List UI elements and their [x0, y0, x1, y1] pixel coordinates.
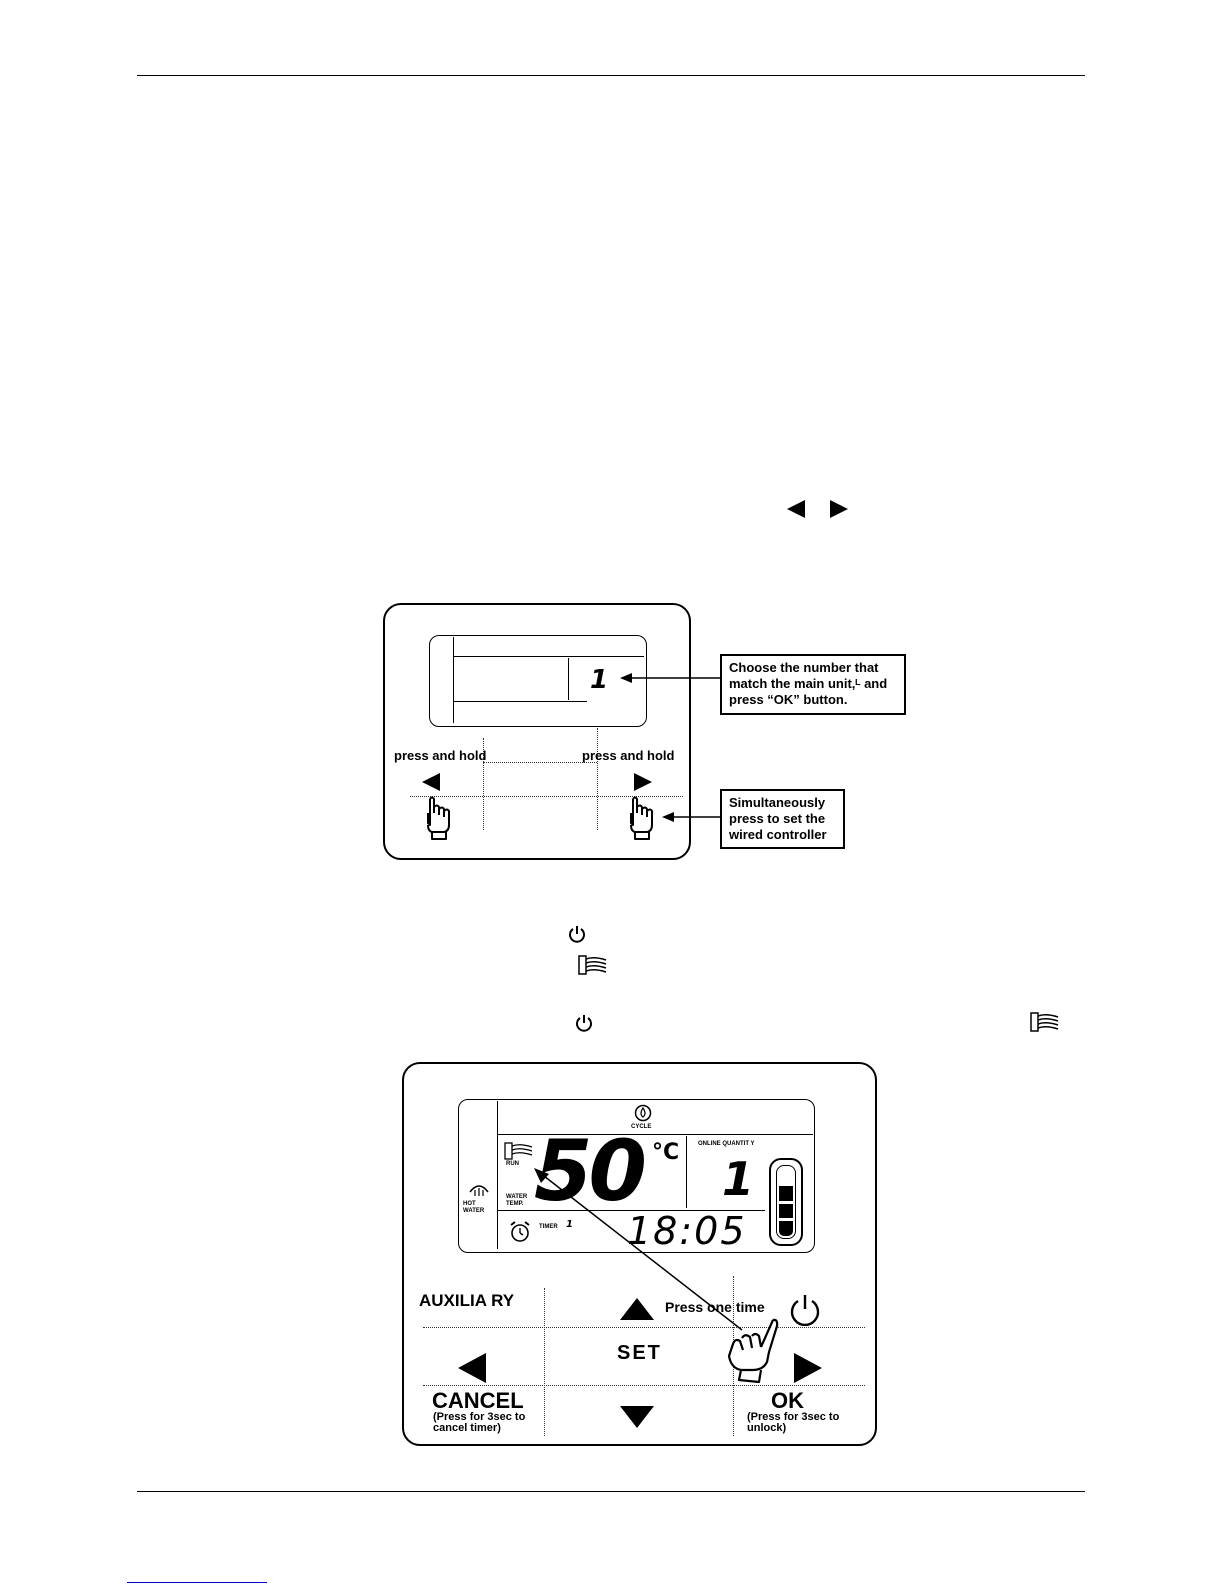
- set-button[interactable]: SET: [617, 1342, 662, 1364]
- lcd-divider: [453, 637, 454, 723]
- temperature-unit: °C: [652, 1140, 680, 1165]
- lcd-divider: [686, 1136, 687, 1208]
- callout-simultaneously: Simultaneously press to set the wired co…: [720, 789, 845, 849]
- lcd-divider: [497, 1210, 765, 1211]
- lcd-divider: [453, 656, 644, 657]
- water-temp-label: WATER TEMP.: [506, 1194, 528, 1207]
- level-gauge-fill: [779, 1168, 793, 1236]
- alarm-clock-icon: [510, 1221, 530, 1242]
- hot-water-label: HOT WATER: [463, 1201, 485, 1214]
- lcd-divider: [497, 1134, 813, 1135]
- online-quantity-value: 1: [722, 1152, 755, 1206]
- run-icon: [1030, 1012, 1059, 1032]
- guide-line: [483, 762, 597, 763]
- left-button[interactable]: [457, 1352, 487, 1384]
- guide-line: [544, 1288, 545, 1436]
- callout-arrow: [620, 673, 722, 683]
- run-icon: [504, 1142, 533, 1160]
- level-segment: [779, 1221, 793, 1236]
- left-button[interactable]: [422, 773, 440, 791]
- cycle-label: CYCLE: [631, 1124, 652, 1130]
- right-button[interactable]: [634, 773, 652, 791]
- callout-choose-number: Choose the number that match the main un…: [720, 654, 906, 715]
- pointer-arrow: [534, 1168, 743, 1331]
- guide-line: [423, 1327, 865, 1328]
- clock-display: 18:05: [627, 1209, 747, 1253]
- right-button[interactable]: [793, 1352, 823, 1384]
- header-rule: [137, 75, 1085, 76]
- press-hold-left-label: press and hold: [394, 748, 487, 763]
- footer-rule: [137, 1491, 1085, 1492]
- pointing-hand-icon: [630, 796, 653, 840]
- level-gauge-inner: [776, 1165, 796, 1239]
- auxiliary-button[interactable]: AUXILIA RY: [419, 1291, 515, 1310]
- guide-line: [483, 738, 484, 830]
- level-gauge: [769, 1158, 803, 1246]
- power-icon: [576, 1015, 592, 1032]
- guide-line: [423, 1385, 865, 1386]
- lcd-divider: [497, 1101, 498, 1249]
- guide-line: [410, 796, 683, 797]
- controller-panel-2: [402, 1062, 877, 1446]
- footer-link-underline: [127, 1582, 267, 1583]
- callout-arrow: [662, 812, 722, 822]
- online-quantity-label: ONLINE QUANTIT Y: [698, 1141, 755, 1147]
- power-button[interactable]: [787, 1293, 823, 1327]
- lcd-digit: 1: [590, 665, 609, 695]
- down-button[interactable]: [619, 1405, 655, 1429]
- timer-label: TIMER: [539, 1224, 558, 1230]
- pointing-hand-icon: [427, 796, 450, 840]
- temperature-display: 50: [534, 1122, 647, 1220]
- level-segment: [779, 1203, 793, 1219]
- cycle-icon: [634, 1104, 652, 1122]
- cancel-button[interactable]: CANCEL: [432, 1388, 524, 1413]
- lcd-divider: [453, 701, 587, 702]
- hot-water-icon: [469, 1185, 489, 1196]
- lcd-screen-1: [429, 635, 647, 727]
- right-triangle-icon: [830, 500, 848, 518]
- lcd-screen-2: [458, 1099, 815, 1253]
- power-icon: [569, 926, 585, 943]
- pointing-hand-icon: [727, 1318, 779, 1384]
- timer-value: 1: [566, 1219, 573, 1230]
- press-one-time-label: Press one time: [665, 1299, 765, 1315]
- press-hold-right-label: press and hold: [582, 748, 675, 763]
- level-segment: [779, 1168, 793, 1183]
- guide-line: [597, 728, 598, 830]
- controller-panel-1: [383, 603, 691, 860]
- ok-note: (Press for 3sec to unlock): [747, 1411, 840, 1434]
- level-segment: [779, 1185, 793, 1201]
- left-triangle-icon: [787, 500, 805, 518]
- ok-button[interactable]: OK: [771, 1388, 804, 1413]
- run-icon: [578, 955, 607, 975]
- cancel-note: (Press for 3sec to cancel timer): [433, 1411, 526, 1434]
- run-label: RUN: [506, 1161, 519, 1167]
- lcd-divider: [568, 658, 569, 700]
- up-button[interactable]: [619, 1297, 655, 1321]
